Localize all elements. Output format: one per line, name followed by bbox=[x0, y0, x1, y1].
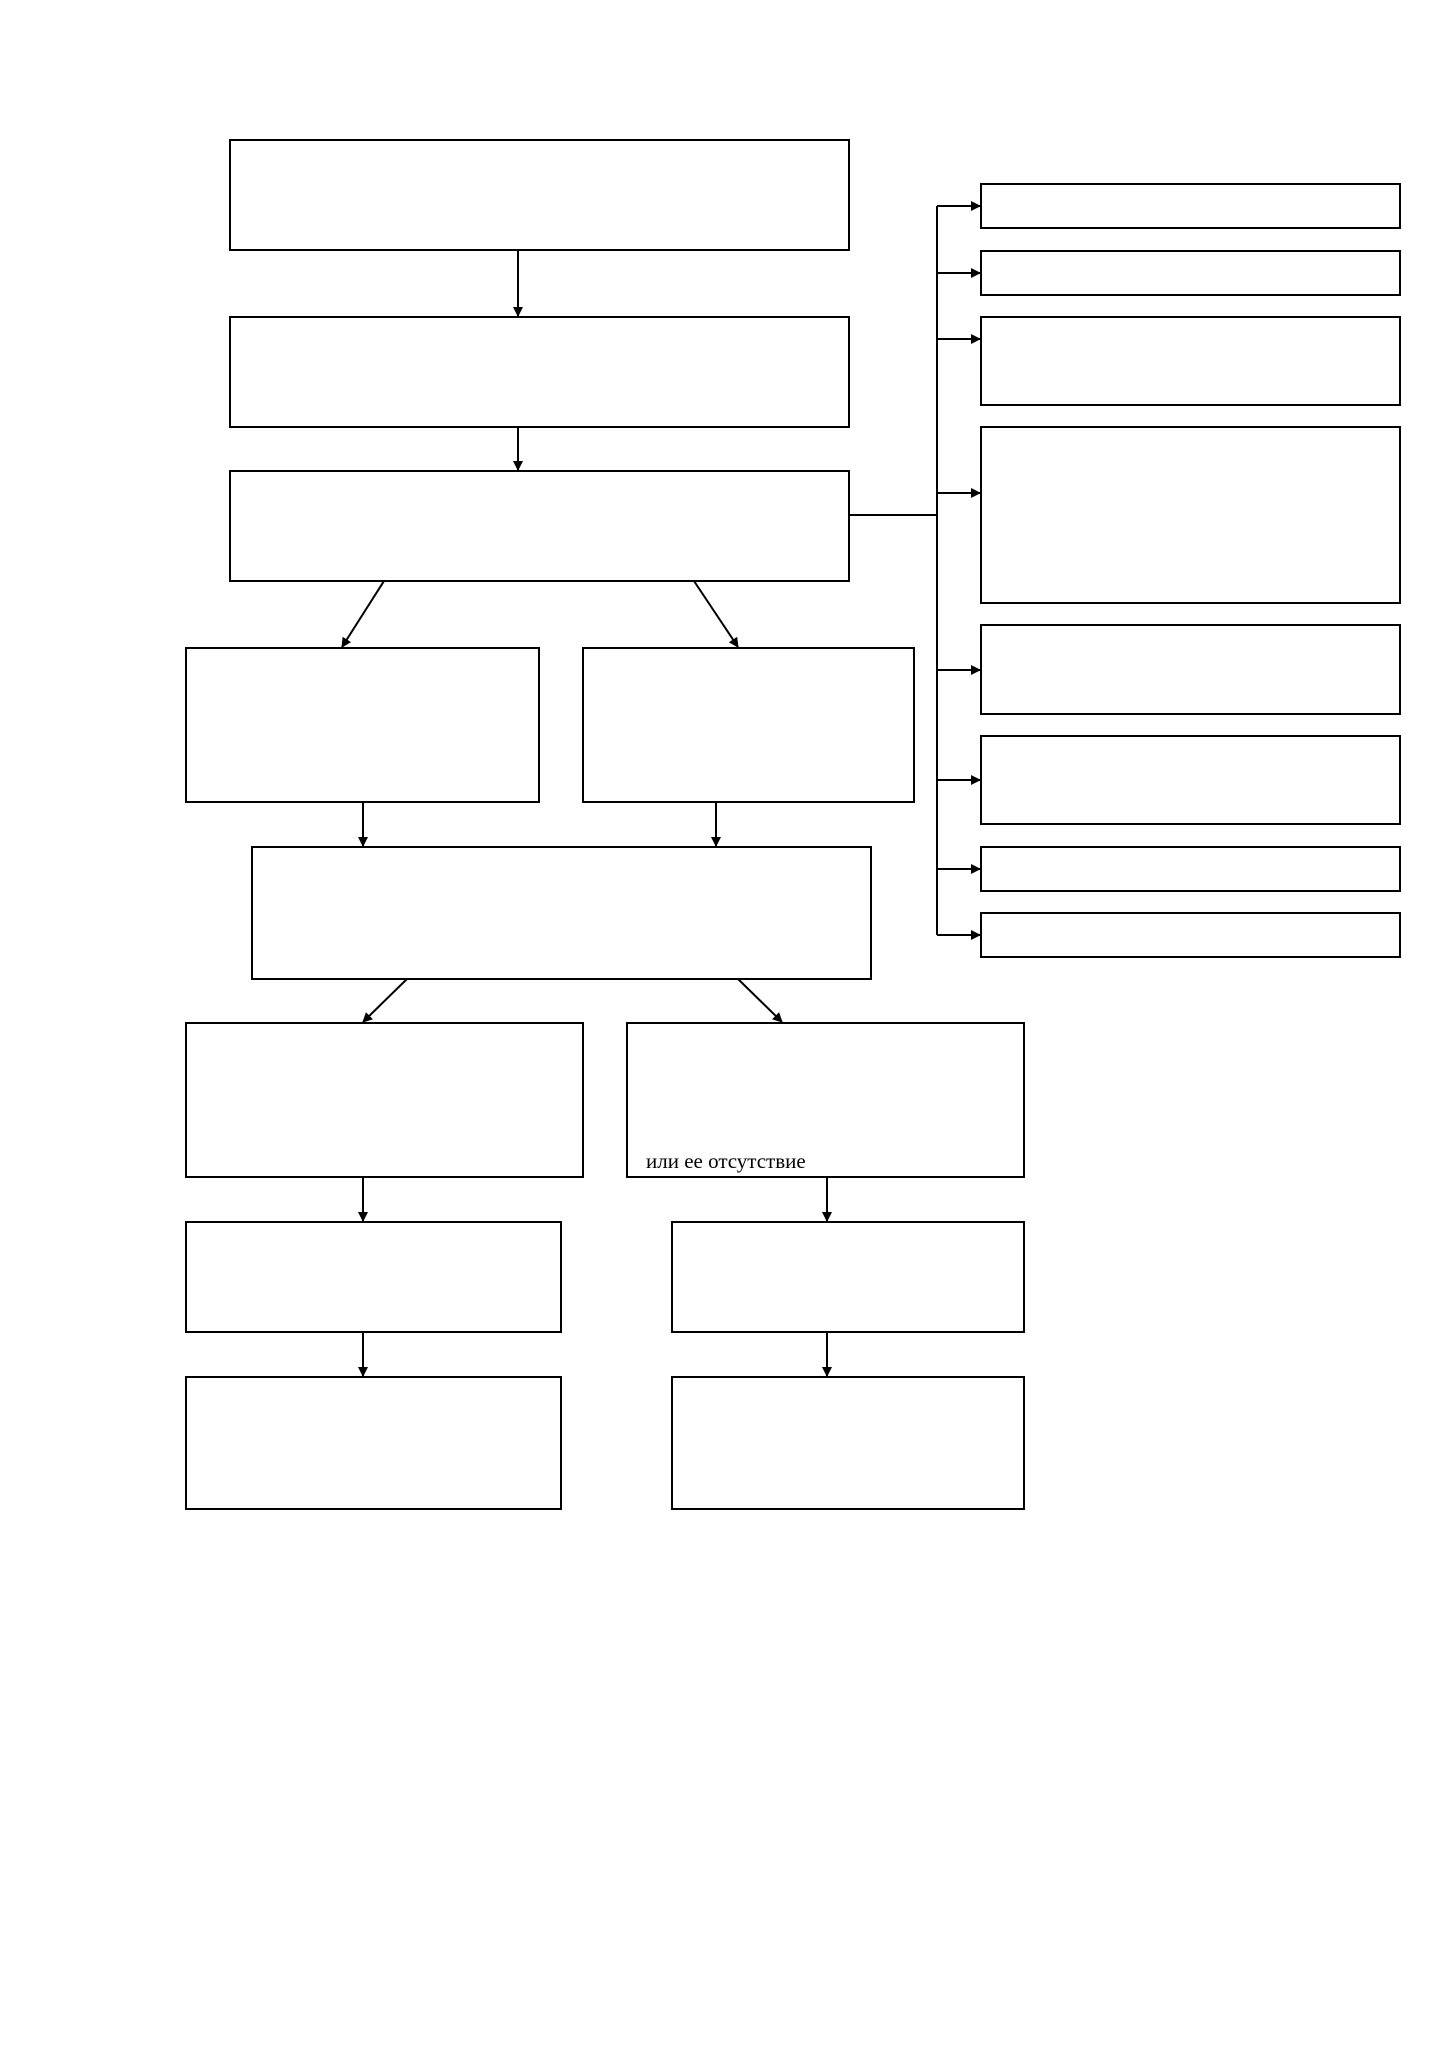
flow-box-lower-left bbox=[185, 1022, 584, 1178]
side-box-1 bbox=[980, 183, 1401, 229]
arrow-merge-to-lower-left bbox=[362, 978, 408, 1023]
arrow-box3-to-left-branch bbox=[341, 580, 385, 648]
side-box-5 bbox=[980, 624, 1401, 715]
flow-box-lower-right bbox=[626, 1022, 1025, 1178]
flow-box-2 bbox=[229, 316, 850, 428]
arrow-box3-to-right-branch bbox=[693, 580, 739, 648]
flow-box-left-step-1 bbox=[185, 1221, 562, 1333]
arrow-merge-to-lower-right bbox=[737, 978, 783, 1023]
side-box-3 bbox=[980, 316, 1401, 406]
side-box-2 bbox=[980, 250, 1401, 296]
flow-box-left-step-2 bbox=[185, 1376, 562, 1510]
lower-right-box-caption: или ее отсутствие bbox=[646, 1149, 806, 1173]
flow-box-3 bbox=[229, 470, 850, 582]
flow-box-right-step-1 bbox=[671, 1221, 1025, 1333]
side-box-7 bbox=[980, 846, 1401, 892]
side-box-6 bbox=[980, 735, 1401, 825]
side-box-8 bbox=[980, 912, 1401, 958]
flow-box-left-branch bbox=[185, 647, 540, 803]
flow-box-right-branch bbox=[582, 647, 915, 803]
flow-box-right-step-2 bbox=[671, 1376, 1025, 1510]
flow-box-merge bbox=[251, 846, 872, 980]
side-box-4 bbox=[980, 426, 1401, 604]
flow-box-1 bbox=[229, 139, 850, 251]
